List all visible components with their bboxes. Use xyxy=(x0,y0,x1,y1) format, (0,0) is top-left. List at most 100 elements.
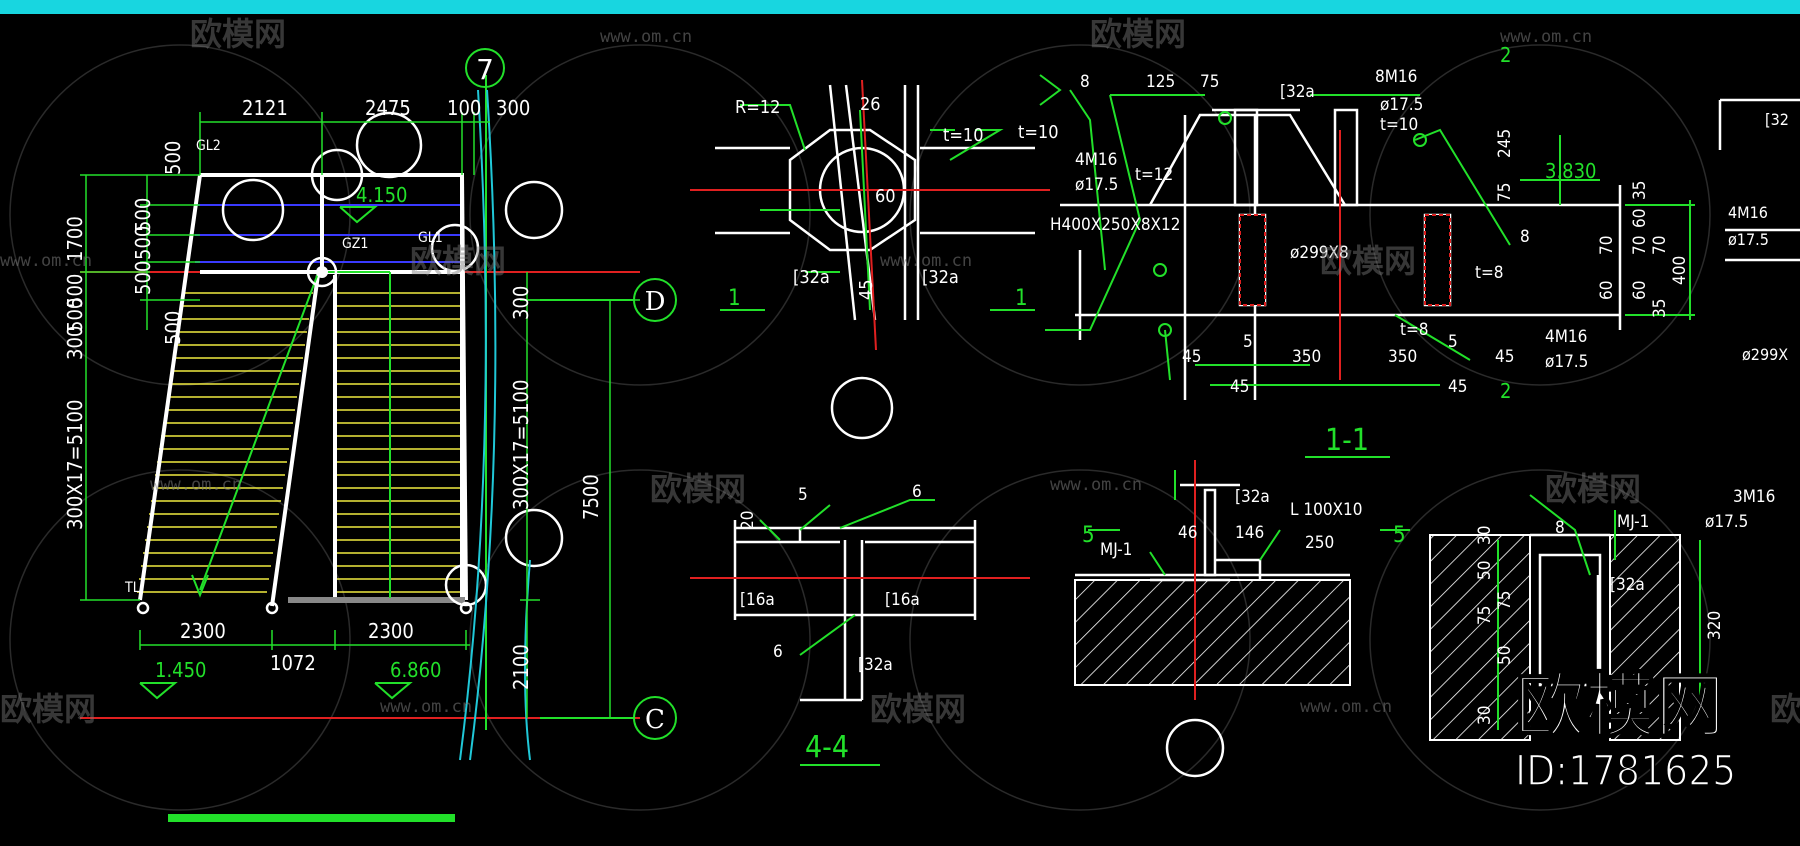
dim-2100: 2100 xyxy=(509,644,533,690)
dim-1072: 1072 xyxy=(270,651,316,675)
detail-5: [32a L 100X10 46 146 250 MJ-1 5 5 xyxy=(1074,460,1410,778)
d11-hole-br: ø17.5 xyxy=(1545,352,1588,372)
tag-gz1: GZ1 xyxy=(342,236,368,252)
d11-dim-60a: 60 xyxy=(1630,209,1650,228)
d11-dim-60b: 60 xyxy=(1630,281,1650,300)
detail-joint-1: R=12 26 t=10 t=10 60 [32a [32a 45 1 1 xyxy=(690,79,1059,440)
d1-t10b: t=10 xyxy=(1018,122,1059,143)
d44-channel-l: [16a xyxy=(740,590,775,610)
tag-gl1: GL1 xyxy=(418,230,443,246)
d5-angle: L 100X10 xyxy=(1290,500,1363,520)
d6-dim-50b: 50 xyxy=(1495,646,1515,665)
wm-brand-8: 欧模网 xyxy=(870,690,966,728)
d6-bolts: 3M16 xyxy=(1733,487,1775,507)
dim-2121: 2121 xyxy=(242,96,288,120)
dim-500-e: 500 xyxy=(131,261,155,295)
d6-weld-8: 8 xyxy=(1555,518,1565,538)
tag-gl2: GL2 xyxy=(196,138,221,154)
d11-bolts-br: 4M16 xyxy=(1545,327,1587,347)
d1-t10a: t=10 xyxy=(943,125,984,146)
d44-weld-5: 5 xyxy=(798,485,808,505)
wm-brand-7: 欧模网 xyxy=(0,690,96,728)
column-circles xyxy=(136,111,564,615)
detail-6: 8 MJ-1 3M16 ø17.5 [32a 30 50 75 75 50 30… xyxy=(1429,487,1775,741)
wm-url-6: www.om.cn xyxy=(1050,475,1142,495)
elev-4150: 4.150 xyxy=(356,183,408,207)
detail-section-1-1: 8 125 75 [32a 8M16 ø17.5 t=10 245 75 4M1… xyxy=(1039,43,1695,458)
d1-dim-60: 60 xyxy=(875,186,896,207)
d11-dim-245: 245 xyxy=(1495,129,1515,158)
dim-5100-left: 300X17=5100 xyxy=(63,400,87,530)
left-flight-treads xyxy=(137,292,313,593)
dim-2300-right: 2300 xyxy=(368,619,414,643)
d5-marker-circle xyxy=(1165,718,1225,778)
wm-brand-3: 欧模网 xyxy=(410,242,506,280)
tag-tl: TL xyxy=(124,580,140,596)
stair-plan: 7 D C 2121 2475 100 300 2300 1072 2300 7… xyxy=(63,48,677,822)
d1-channel-b: [32a xyxy=(922,267,959,288)
dim-2300-left: 2300 xyxy=(180,619,226,643)
detail-edge-partial: [32 4M16 ø17.5 ø299X xyxy=(1718,98,1800,364)
d1-channel-a: [32a xyxy=(793,267,830,288)
d11-title: 1-1 xyxy=(1325,423,1369,458)
d5-dim-250: 250 xyxy=(1305,533,1334,553)
d11-section-no: 2 xyxy=(1500,43,1511,67)
d5-dim-146: 146 xyxy=(1235,523,1264,543)
d11-beam: H400X250X8X12 xyxy=(1050,215,1181,235)
d6-hole: ø17.5 xyxy=(1705,512,1748,532)
dim-500-b: 500 xyxy=(63,274,87,308)
d6-dim-30b: 30 xyxy=(1475,706,1495,725)
wm-brand-6: 欧模网 xyxy=(1545,470,1641,508)
d6-dim-30a: 30 xyxy=(1475,526,1495,545)
d5-dim-46: 46 xyxy=(1178,523,1197,543)
d6-dim-75a: 75 xyxy=(1475,606,1495,625)
edge-pipe: ø299X xyxy=(1742,345,1788,364)
d11-dim-350b: 350 xyxy=(1388,347,1417,367)
dim-300-left: 300 xyxy=(63,326,87,360)
d11-hole-top: ø17.5 xyxy=(1380,95,1423,115)
d11-dim-45d: 45 xyxy=(1448,377,1467,397)
d11-dim-70a: 70 xyxy=(1630,236,1650,255)
axis-balloons xyxy=(465,48,677,740)
d5-channel: [32a xyxy=(1235,487,1270,507)
landing-blue-lines xyxy=(195,204,460,263)
dim-7500: 7500 xyxy=(579,474,603,520)
d5-plate: MJ-1 xyxy=(1100,540,1132,560)
cyan-curves xyxy=(459,89,531,761)
plan-dimension-lines xyxy=(80,112,640,718)
wm-url-3: www.om.cn xyxy=(0,251,92,271)
dim-2475: 2475 xyxy=(365,96,411,120)
d11-t12: t=12 xyxy=(1135,165,1173,185)
top-cyan-bar xyxy=(0,0,1800,14)
d11-bolts-top: 8M16 xyxy=(1375,67,1417,87)
d11-t10: t=10 xyxy=(1380,115,1418,135)
d11-t8b: t=8 xyxy=(1400,320,1429,340)
d11-dim-70: 70 xyxy=(1597,236,1617,255)
dim-500-top: 500 xyxy=(161,141,185,175)
d11-dim-75b: 75 xyxy=(1495,183,1515,202)
d11-dim-45b: 45 xyxy=(1495,347,1514,367)
d11-section-no2: 2 xyxy=(1500,379,1511,403)
d11-dim-5a: 5 xyxy=(1243,332,1253,352)
plan-elevations: 4.150 1.450 6.860 xyxy=(155,183,442,682)
wm-id: ID:1781625 xyxy=(1515,746,1736,795)
d5-cut-a: 5 xyxy=(1082,523,1095,548)
axis-7-label: 7 xyxy=(476,53,494,86)
d6-plate: MJ-1 xyxy=(1617,512,1649,532)
d1-dim-26: 26 xyxy=(860,94,881,115)
edge-channel: [32 xyxy=(1765,110,1789,129)
wm-brand-5: 欧模网 xyxy=(650,470,746,508)
watermark-circles xyxy=(9,44,1711,811)
elev-6860: 6.860 xyxy=(390,658,442,682)
d11-dim-75: 75 xyxy=(1200,72,1219,92)
d11-dim-350a: 350 xyxy=(1292,347,1321,367)
elev-1450: 1.450 xyxy=(155,658,207,682)
d1-radius: R=12 xyxy=(735,97,780,118)
wm-big-brand: 欧模网 xyxy=(1515,665,1725,747)
d44-channel-v: [32a xyxy=(858,655,893,675)
axis-C-label: C xyxy=(645,705,665,735)
d6-dim-320: 320 xyxy=(1705,611,1725,640)
d11-dim-45a: 45 xyxy=(1182,347,1201,367)
d11-dim-125: 125 xyxy=(1146,72,1175,92)
